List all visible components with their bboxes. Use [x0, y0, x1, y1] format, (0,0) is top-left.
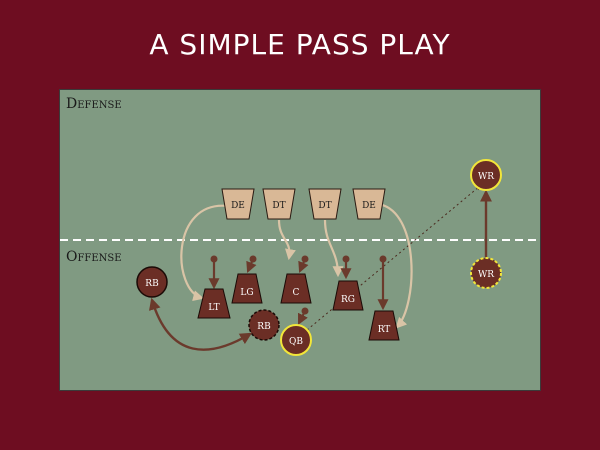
defense-label: Defense — [66, 96, 122, 112]
svg-text:WR: WR — [478, 172, 494, 182]
offense-label: Offense — [66, 249, 122, 265]
lt-block-dot — [210, 255, 218, 263]
player-wr-start: WR — [470, 257, 502, 289]
player-lt: LT — [197, 288, 231, 319]
de-right-rush-path — [377, 202, 413, 329]
play-diagram: Defense Offense DE DT DT DE LT — [60, 90, 540, 390]
rt-block-dot — [379, 255, 387, 263]
rb-route-path — [149, 297, 253, 351]
player-rb-end: RB — [248, 309, 280, 341]
svg-text:RB: RB — [257, 322, 271, 332]
player-dt-left: DT — [262, 188, 296, 220]
player-dt-right: DT — [308, 188, 342, 220]
player-de-left: DE — [221, 188, 255, 220]
svg-text:QB: QB — [289, 337, 303, 347]
player-rt: RT — [368, 310, 400, 341]
c-block-dot — [301, 255, 309, 263]
player-de-right: DE — [352, 188, 386, 220]
player-qb: QB — [280, 324, 312, 356]
player-lg: LG — [231, 273, 263, 304]
svg-text:RG: RG — [341, 295, 355, 305]
player-rb-start: RB — [136, 266, 168, 298]
svg-text:LT: LT — [208, 303, 219, 313]
svg-text:RB: RB — [145, 279, 159, 289]
svg-text:DE: DE — [231, 201, 245, 211]
dt-right-rush-path — [323, 219, 344, 278]
rg-block-dot — [342, 255, 350, 263]
svg-text:DT: DT — [318, 201, 331, 211]
player-c: C — [280, 273, 312, 304]
qb-drop-dot — [301, 307, 309, 315]
player-rg: RG — [332, 280, 364, 311]
svg-text:C: C — [293, 288, 300, 298]
svg-text:WR: WR — [478, 270, 494, 280]
de-left-rush-path — [180, 204, 229, 302]
slide-title: A SIMPLE PASS PLAY — [149, 28, 451, 61]
svg-text:RT: RT — [378, 325, 391, 335]
player-wr-end: WR — [470, 159, 502, 191]
dt-left-rush-path — [277, 219, 296, 261]
lg-block-dot — [249, 255, 257, 263]
svg-text:DE: DE — [362, 201, 376, 211]
svg-text:DT: DT — [272, 201, 285, 211]
svg-text:LG: LG — [240, 288, 253, 298]
